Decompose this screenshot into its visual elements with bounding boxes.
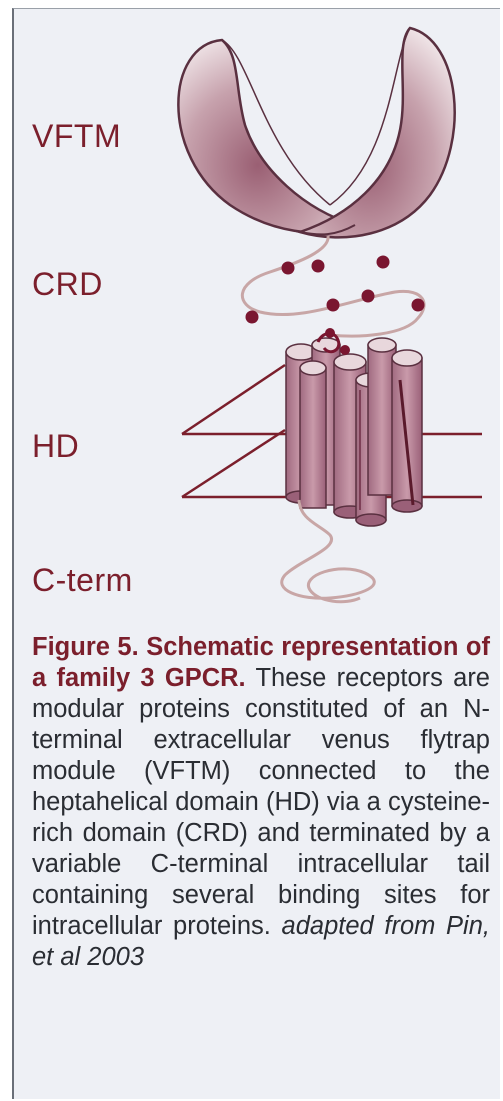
gpcr-schematic bbox=[0, 0, 503, 640]
c-term-label: C-term bbox=[32, 562, 133, 599]
crd-bead bbox=[246, 311, 259, 324]
crd-bead bbox=[362, 290, 375, 303]
crd-bead bbox=[312, 260, 325, 273]
tm-helix bbox=[300, 368, 326, 508]
crd-label: CRD bbox=[32, 266, 103, 303]
vftm-label: VFTM bbox=[32, 118, 121, 155]
crd-bead bbox=[327, 299, 340, 312]
crd-bead bbox=[282, 262, 295, 275]
figure-caption: Figure 5. Schematic representation of a … bbox=[32, 632, 490, 973]
heptahelical-domain bbox=[286, 328, 422, 526]
crd-bead bbox=[377, 256, 390, 269]
crd-bead bbox=[412, 299, 425, 312]
vftm-shape bbox=[178, 28, 454, 237]
hd-label: HD bbox=[32, 428, 79, 465]
tm-helix bbox=[392, 358, 422, 506]
vftm-right-lobe bbox=[300, 28, 455, 237]
figure-number: Figure 5. bbox=[32, 633, 139, 661]
crd-strand bbox=[242, 236, 424, 336]
caption-body: These receptors are modular proteins con… bbox=[32, 664, 490, 940]
